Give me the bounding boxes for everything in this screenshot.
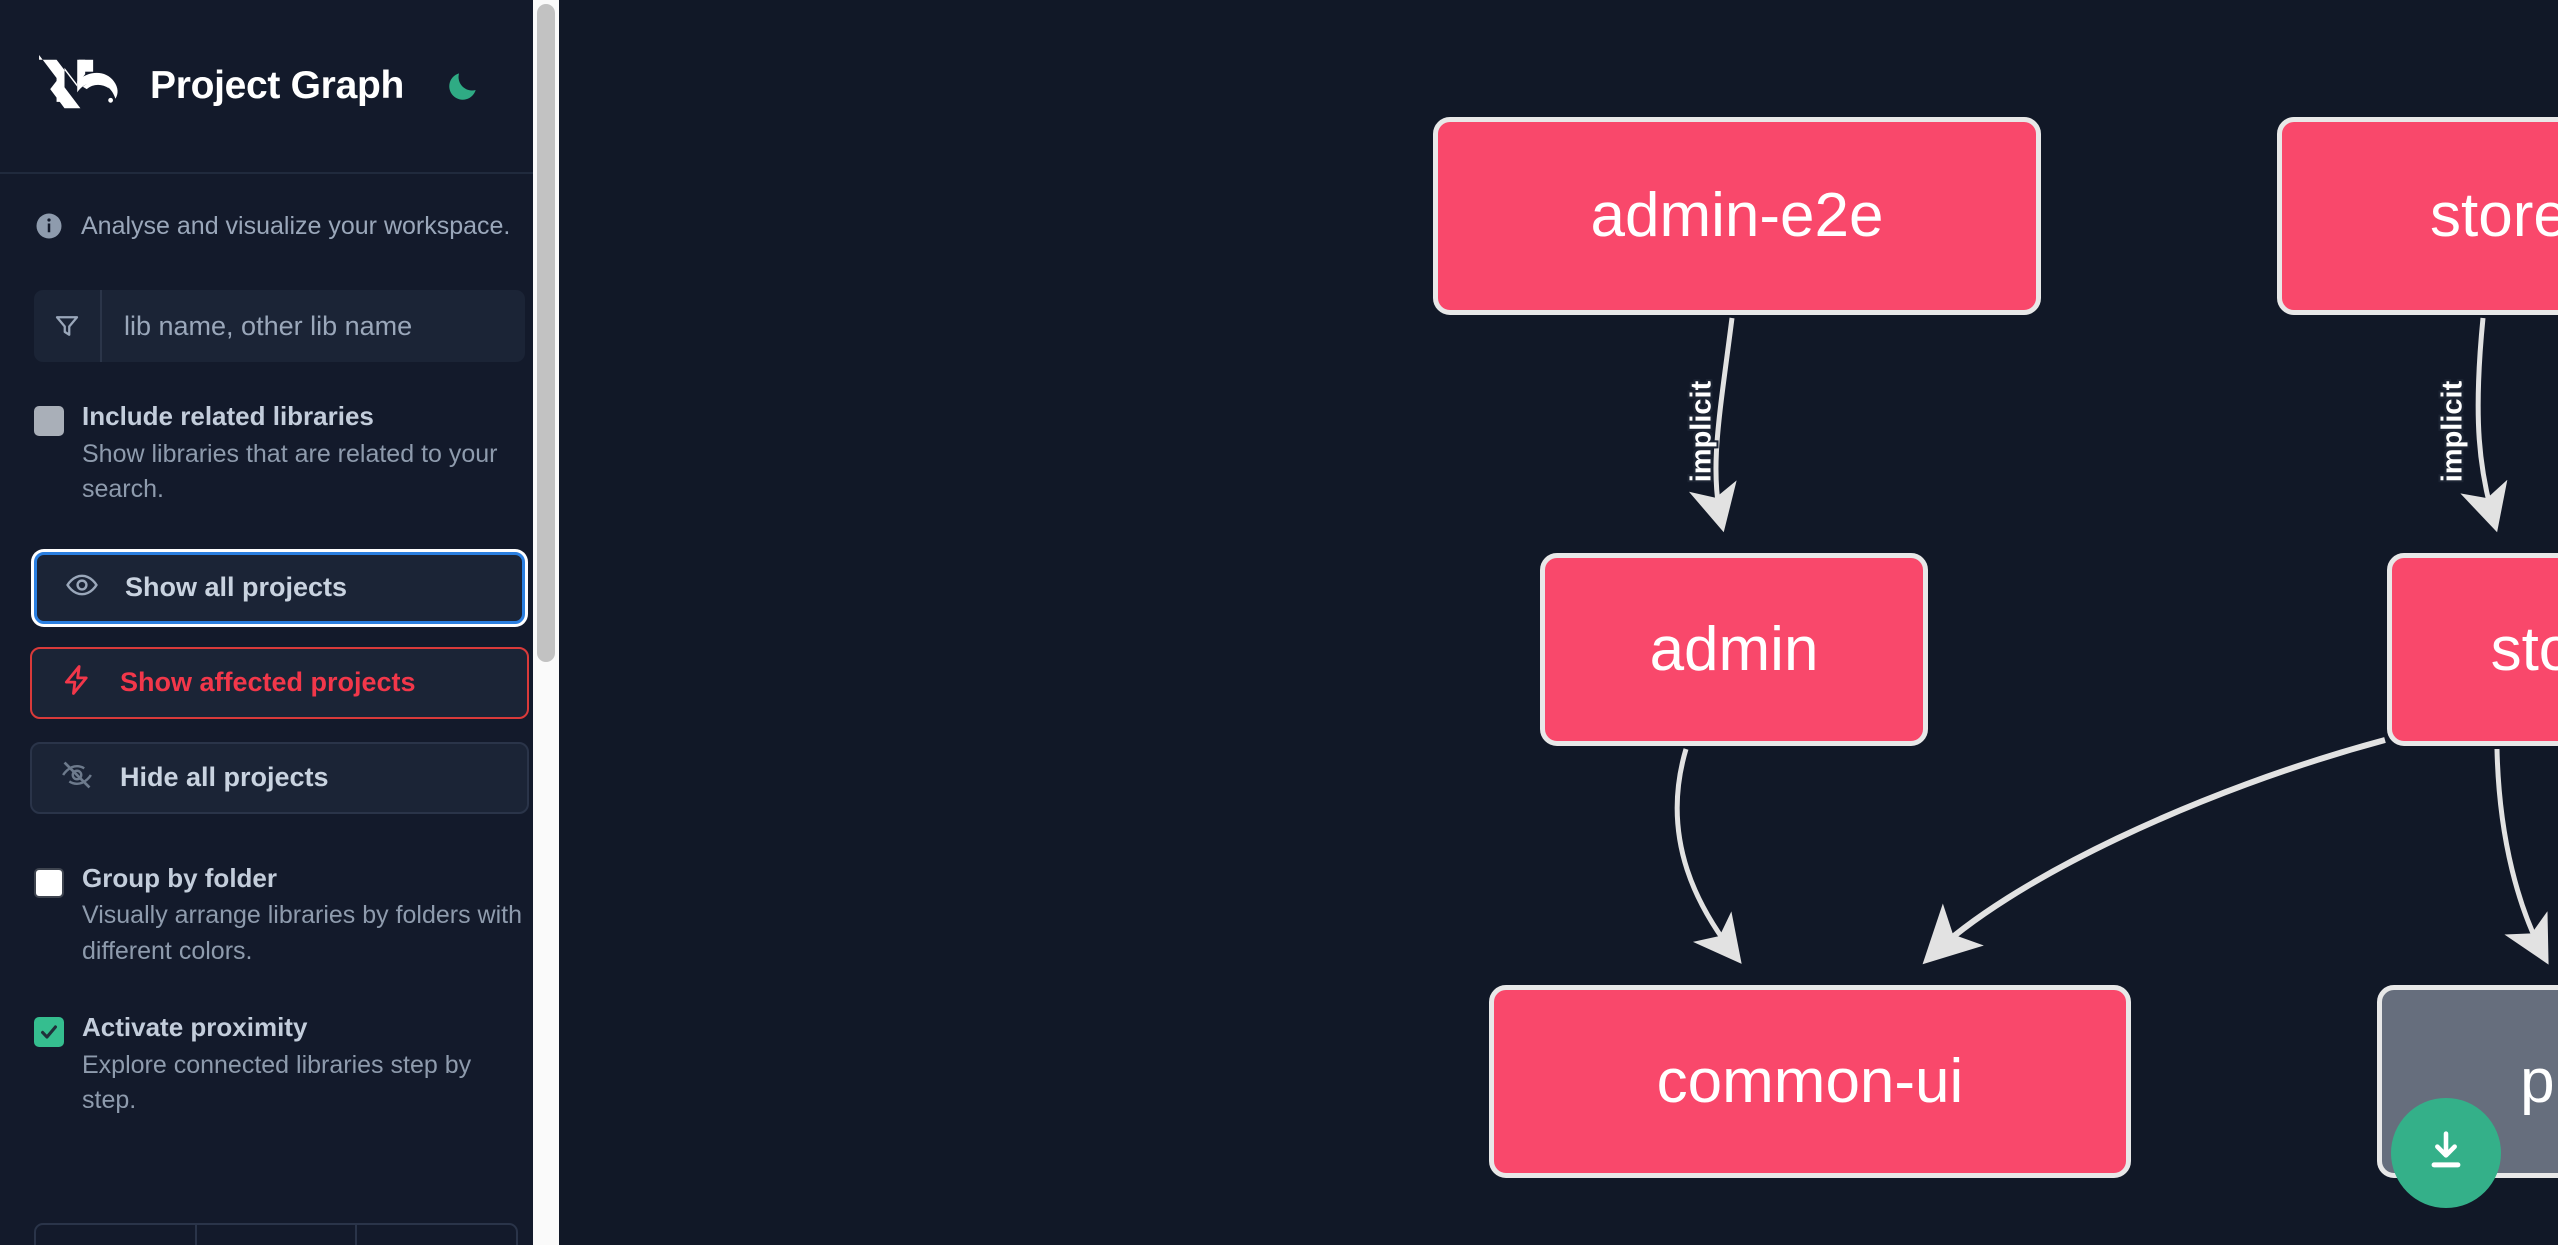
workspace-info-text: Analyse and visualize your workspace.: [81, 211, 511, 240]
nx-logo-icon: [34, 55, 130, 117]
segment-1[interactable]: [36, 1225, 197, 1245]
search-field-wrapper[interactable]: [34, 290, 525, 362]
graph-node-store[interactable]: store: [2387, 553, 2558, 746]
checkmark-icon: [41, 1025, 57, 1039]
graph-node-store-e2e[interactable]: store-e2e: [2277, 117, 2558, 315]
activate-proximity-checkbox[interactable]: [34, 1017, 64, 1047]
node-label: store-e2e: [2430, 181, 2558, 250]
sidebar: Project Graph Analyse and visualize your…: [0, 0, 559, 1245]
option-title: Activate proximity: [82, 1012, 308, 1042]
graph-node-admin-e2e[interactable]: admin-e2e: [1433, 117, 2041, 315]
graph-node-common-ui[interactable]: common-ui: [1489, 985, 2131, 1178]
eye-off-icon: [60, 758, 94, 797]
eye-icon: [65, 568, 99, 607]
node-label: admin-e2e: [1590, 181, 1884, 250]
show-all-projects-label: Show all projects: [125, 572, 348, 602]
page-title: Project Graph: [150, 64, 404, 107]
sidebar-scrollbar-thumb[interactable]: [537, 4, 555, 662]
option-description: Show libraries that are related to your …: [82, 439, 498, 504]
group-by-folder-checkbox[interactable]: [34, 867, 64, 898]
show-affected-projects-label: Show affected projects: [120, 667, 416, 697]
edge-store-to-products: [2494, 748, 2549, 965]
graph-node-admin[interactable]: admin: [1540, 553, 1928, 746]
lightning-bolt-icon: [60, 663, 94, 702]
node-label: products: [2520, 1046, 2558, 1116]
segment-3[interactable]: [357, 1225, 516, 1245]
include-related-libraries-checkbox[interactable]: [34, 406, 64, 436]
option-activate-proximity[interactable]: Activate proximity Explore connected lib…: [0, 1011, 559, 1119]
node-label: common-ui: [1656, 1046, 1964, 1116]
option-include-related-libraries[interactable]: Include related libraries Show libraries…: [0, 400, 559, 508]
node-label: store: [2490, 614, 2558, 684]
edge-label-implicit-admin: implicit: [1685, 380, 1718, 483]
sidebar-scrollbar-track[interactable]: [533, 0, 559, 1245]
show-affected-projects-button[interactable]: Show affected projects: [30, 646, 529, 719]
option-description: Explore connected libraries step by step…: [82, 1050, 472, 1115]
segment-2[interactable]: [197, 1225, 358, 1245]
hide-all-projects-button[interactable]: Hide all projects: [30, 741, 529, 814]
moon-icon[interactable]: [440, 63, 486, 109]
option-description: Visually arrange libraries by folders wi…: [82, 901, 523, 965]
bottom-segmented-control[interactable]: [34, 1223, 518, 1245]
option-title: Group by folder: [82, 862, 277, 893]
sidebar-header: Project Graph: [0, 0, 559, 174]
project-action-buttons: Show all projects Show affected projects: [0, 551, 559, 814]
graph-canvas[interactable]: implicit implicit admin-e2e store-e2e ad…: [559, 0, 2558, 1245]
edge-admin-e2e-to-admin: [1688, 317, 1737, 533]
edge-store-to-common-ui: [1922, 737, 2386, 965]
download-icon: [2420, 1125, 2472, 1182]
workspace-info-row: Analyse and visualize your workspace.: [0, 174, 559, 241]
edge-store-e2e-to-store: [2460, 317, 2508, 533]
node-label: admin: [1649, 614, 1819, 684]
edge-label-implicit-store: implicit: [2436, 380, 2469, 483]
option-title: Include related libraries: [82, 401, 374, 431]
info-circle-icon: [34, 211, 64, 241]
filter-funnel-icon: [34, 290, 102, 362]
search-input[interactable]: [102, 290, 525, 362]
hide-all-projects-label: Hide all projects: [120, 762, 329, 792]
download-image-button[interactable]: [2391, 1098, 2501, 1208]
show-all-projects-button[interactable]: Show all projects: [34, 551, 525, 624]
option-group-by-folder[interactable]: Group by folder Visually arrange librari…: [0, 862, 559, 970]
edge-admin-to-common-ui: [1674, 748, 1742, 964]
